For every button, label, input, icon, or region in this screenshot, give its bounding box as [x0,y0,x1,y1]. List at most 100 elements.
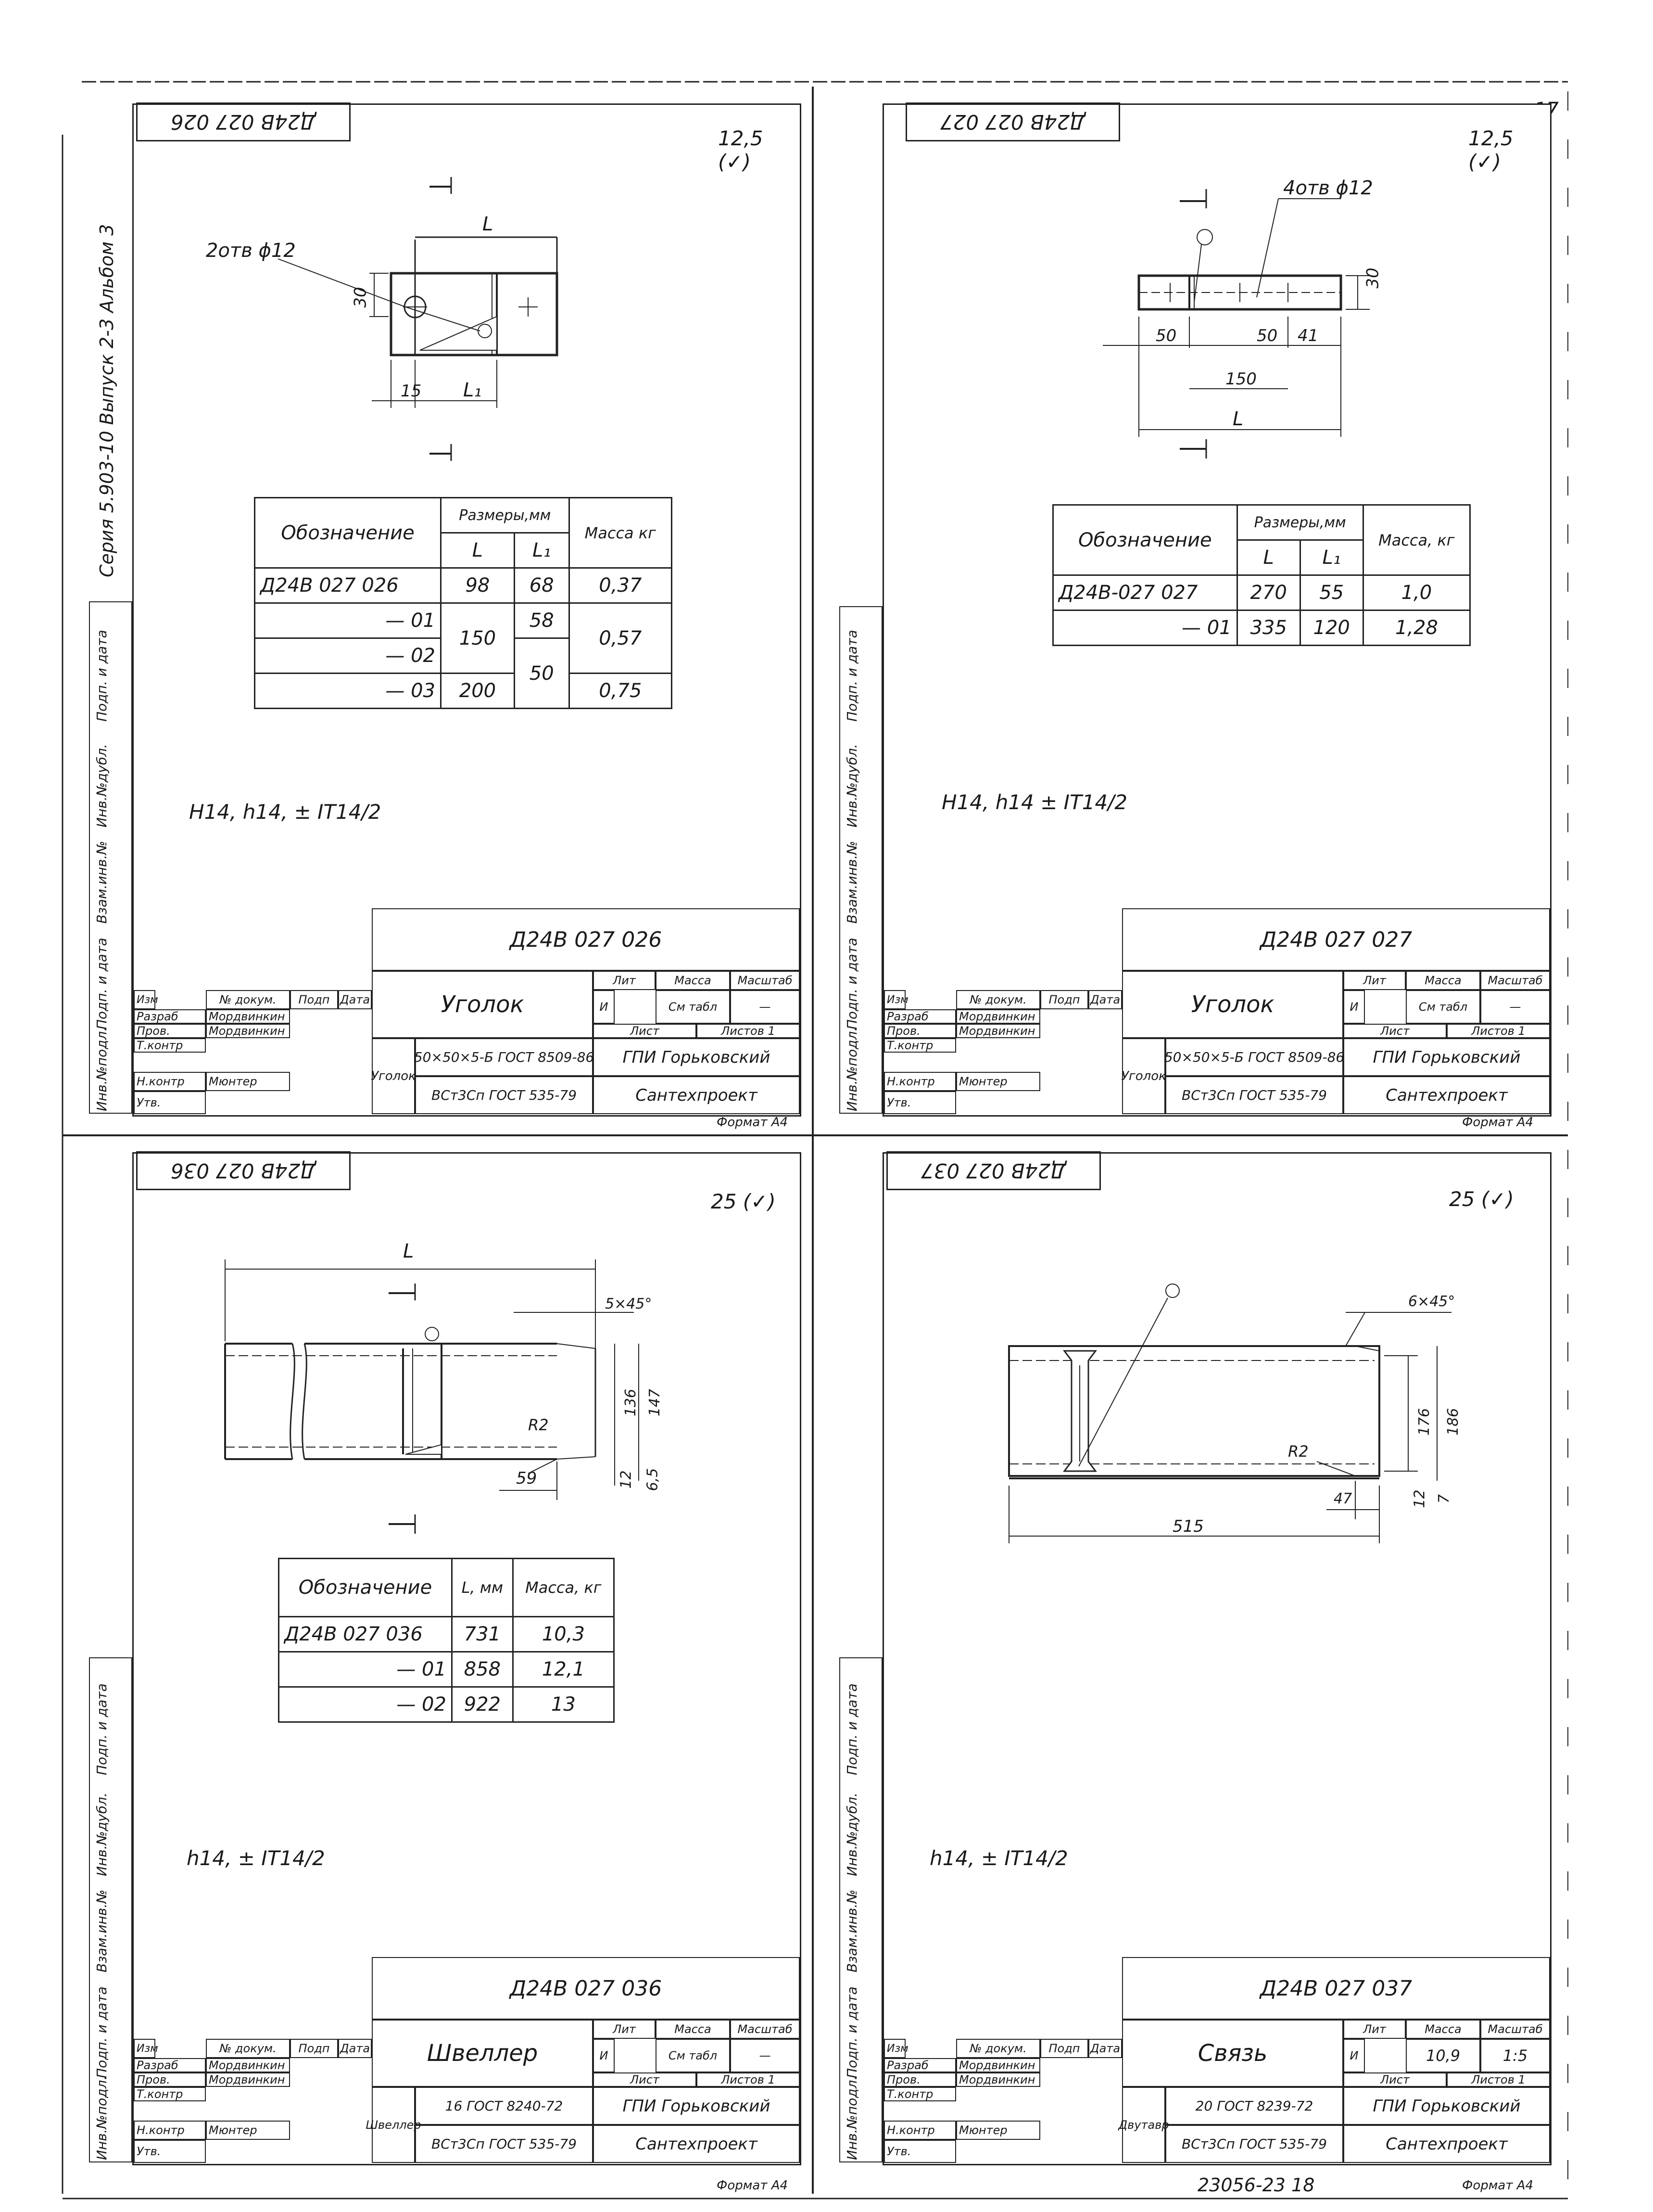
angle-drawing [278,177,558,461]
stamp-lit-header: Лит [1343,2020,1406,2039]
stamp-material-top: 20 ГОСТ 8239-72 [1165,2087,1343,2125]
stamp-code: Д24В 027 037 [1122,1957,1550,2020]
stamp-prov-name: Мордвинкин [956,1024,1040,1038]
stamp-nkontr: Н.контр [134,2121,206,2140]
dim-41: 41 [1298,326,1319,345]
table-cell: 270 [1236,574,1301,611]
dim-30: 30 [1363,267,1383,289]
side-label: Инв.№подл. [94,1027,110,1111]
stamp-org2: Сантехпроект [1343,2125,1550,2163]
stamp-code: Д24В 027 026 [372,908,800,971]
table-cell: — 03 [254,673,442,709]
stamp-tkontr: Т.контр [884,1038,956,1053]
col-header-mass: Масса кг [568,497,673,569]
side-label: Подп. и дата [94,938,110,1030]
table-row: — 01 150 58 0,57 [254,602,673,674]
table-row: — 03 200 0,75 [254,673,673,709]
stamp-nkontr-name: Мюнтер [206,2121,290,2140]
dim-59: 59 [516,1469,537,1488]
dim-12: 12 [618,1470,635,1489]
radius-callout: R2 [1288,1442,1309,1461]
format-label: Формат А4 [1462,1115,1534,1130]
dim-47: 47 [1334,1490,1352,1507]
stamp-razrab: Разраб [134,1009,206,1024]
stamp-title: Связь [1122,2020,1343,2087]
stamp-material-top: 50×50×5-Б ГОСТ 8509-86 [414,1038,594,1076]
stamp-prov: Пров. [134,2072,206,2087]
stamp-sheets: Листов 1 [696,2072,800,2087]
stamp-material-top: 16 ГОСТ 8240-72 [415,2087,593,2125]
col-header-sizes: Размеры,мм [440,497,570,534]
stamp-material-prefix: Уголок [371,1038,416,1114]
chamfer-callout: 5×45° [605,1296,652,1312]
radius-callout: R2 [528,1416,549,1434]
stamp-scale: — [730,2039,800,2072]
stamp-utv: Утв. [884,1091,956,1114]
side-strip-top-right [839,606,883,1114]
stamp-material-bottom: ВСт3Сп ГОСТ 535-79 [415,2125,593,2163]
col-header-L: L [440,532,515,569]
stamp-data: Дата [338,2039,372,2058]
table-row: Д24В 027 026 98 68 0,37 [254,567,673,604]
stamp-mass: См табл [1406,990,1480,1024]
table-cell: 1,28 [1362,610,1471,646]
side-label: Инв.№дубл. [844,1792,860,1876]
side-strip-bottom-left [89,1657,132,2162]
side-label: Подп. и дата [844,1683,860,1775]
stamp-razrab: Разраб [884,2058,956,2072]
dim-30: 30 [351,287,370,308]
stamp-prov-name: Мордвинкин [206,2072,290,2087]
table-cell: 0,75 [568,673,673,709]
table-row: — 02 922 13 [278,1686,615,1723]
stamp-scale-header: Масштаб [1480,971,1550,990]
side-label: Подп. и дата [844,630,860,722]
stamp-utv: Утв. [884,2140,956,2163]
col-header-L1: L₁ [513,532,570,569]
table-cell: 58 [513,602,570,639]
side-label: Взам.инв.№ [94,840,110,924]
stamp-title: Уголок [1122,971,1343,1038]
stamp-prov: Пров. [134,1024,206,1038]
stamp-mass-header: Масса [1406,2020,1480,2039]
stamp-razrab-name: Мордвинкин [956,2058,1040,2072]
dim-186: 186 [1445,1408,1462,1436]
stamp-material-top: 50×50×5-Б ГОСТ 8509-86 [1164,1038,1344,1076]
channel-drawing [224,1259,639,1534]
col-header-L1: L₁ [1299,539,1364,576]
stamp-mass-header: Масса [656,2020,730,2039]
stamp-mass: 10,9 [1406,2039,1480,2072]
table-cell: — 02 [278,1686,453,1723]
drawing-sheet-026: Д24В 027 026 12,5 (✓) 2отв ϕ12 L L₁ 15 3… [132,102,801,1117]
stamp-lit: И [1343,2039,1365,2072]
stamp-izm: Изм [134,990,158,1009]
table-cell: — 01 [278,1651,453,1688]
side-label: Взам.инв.№ [844,1889,860,1972]
stamp-razrab-name: Мордвинкин [206,1009,290,1024]
stamp-sheet: Лист [1343,1024,1447,1038]
stamp-scale-header: Масштаб [730,971,800,990]
stamp-material-bottom: ВСт3Сп ГОСТ 535-79 [1165,1076,1343,1114]
stamp-nkontr: Н.контр [884,1072,956,1091]
stamp-material-prefix: Двутавр [1118,2087,1169,2163]
stamp-lit: И [1343,990,1365,1024]
col-header-designation: Обозначение [254,497,442,569]
dim-136: 136 [622,1388,640,1417]
table-row: — 02 50 [254,637,672,709]
stamp-prov-name: Мордвинкин [206,1024,290,1038]
stamp-podp: Подп [290,2039,338,2058]
table-cell: 12,1 [512,1651,615,1688]
stamp-scale-header: Масштаб [1480,2020,1550,2039]
stamp-scale: 1:5 [1480,2039,1550,2072]
dim-L: L [403,1240,414,1262]
stamp-material-prefix: Уголок [1121,1038,1166,1114]
table-cell: — 02 [254,637,442,674]
stamp-data: Дата [1088,990,1122,1009]
stamp-title: Швеллер [372,2020,593,2087]
stamp-org1: ГПИ Горьковский [593,1038,800,1076]
roughness-mark: 12,5 (✓) [1468,127,1514,174]
table-cell: 98 [440,567,515,604]
dim-L: L [1233,408,1244,430]
table-row: — 01 335 120 1,28 [1052,610,1471,646]
tolerance-note: H14, h14, ± IT14/2 [189,800,381,824]
